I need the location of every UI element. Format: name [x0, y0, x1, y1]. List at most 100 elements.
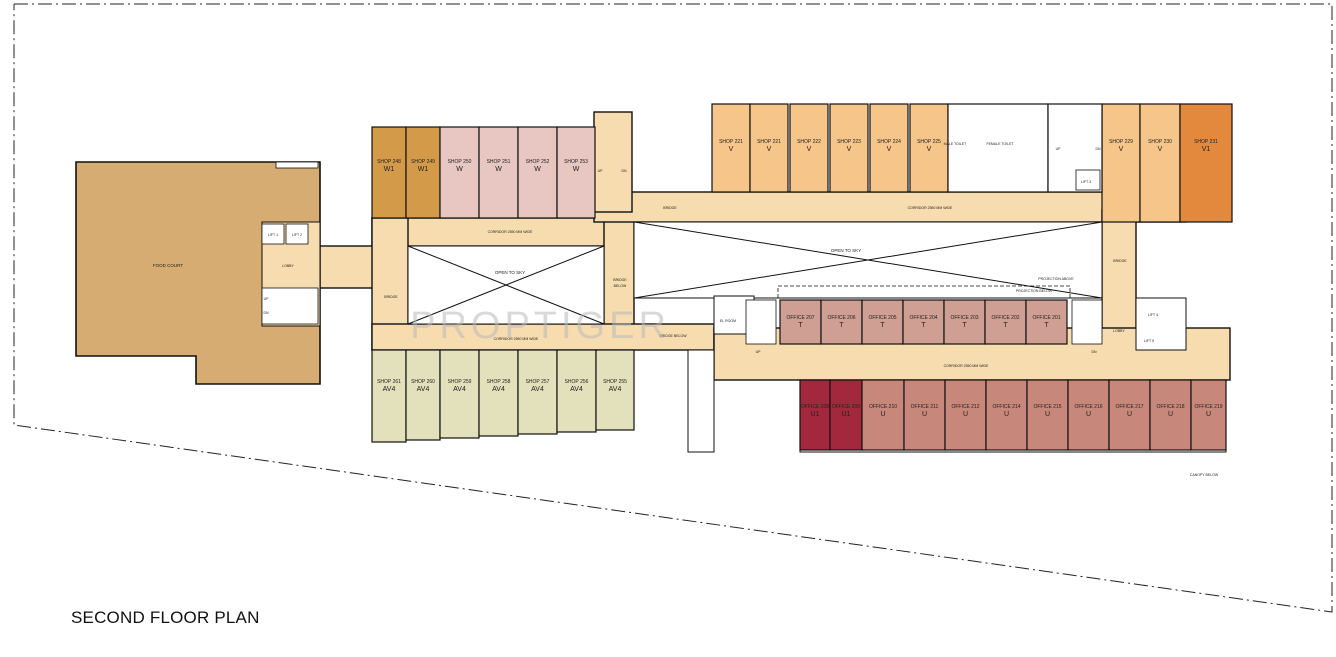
unit-av4_row-2 [439, 349, 480, 439]
unit-v_row_left-1 [749, 103, 789, 193]
food-court-label: FOOD COURT [153, 263, 183, 268]
unit-code-label: U [1206, 411, 1211, 418]
bridge-below-corridor-label: BRIDGE BELOW [659, 334, 687, 338]
unit-w_row-2 [439, 126, 480, 219]
unit-v_row_right-0 [1101, 103, 1141, 223]
toilet-core [687, 103, 1227, 453]
unit-name-label: OFFICE 216 [1074, 404, 1102, 410]
vent-food-court [275, 161, 319, 169]
unit-name-label: OFFICE 215 [1033, 404, 1061, 410]
corridor-right-top-label: CORRIDOR 2550 MM WIDE [908, 206, 953, 210]
lift-5-label: LIFT 5 [1144, 339, 1154, 343]
unit-name-label: OFFICE 210 [869, 404, 897, 410]
void-right-diag-2 [633, 221, 1103, 299]
bridge-below-b-label: BELOW [614, 284, 627, 288]
open-sky-right-label: OPEN TO SKY [831, 248, 861, 253]
unit-name-label: OFFICE 207 [786, 315, 814, 321]
unit-code-label: U [1045, 411, 1050, 418]
unit-name-label: SHOP 260 [411, 379, 435, 385]
unit-name-label: SHOP 256 [565, 379, 589, 385]
unit-code-label: V [767, 146, 772, 153]
lift-2 [285, 223, 309, 245]
lift-core-right [1135, 297, 1187, 351]
unit-av4_row-6 [595, 349, 635, 431]
unit-code-label: W1 [384, 166, 395, 173]
unit-name-label: OFFICE 206 [827, 315, 855, 321]
unit-name-label: OFFICE 219 [1194, 404, 1222, 410]
unit-name-label: SHOP 261 [377, 379, 401, 385]
lift-1 [261, 223, 285, 245]
unit-w_row-1 [405, 126, 441, 219]
canopy-below-label: CANOPY BELOW [1190, 473, 1219, 477]
unit-u_row-9 [1149, 379, 1192, 451]
unit-code-label: V [927, 146, 932, 153]
stair-bottom-up-label: UP [756, 350, 762, 354]
unit-av4_row-5 [556, 349, 597, 433]
unit-v_row_right-1 [1139, 103, 1181, 223]
unit-code-label: AV4 [492, 386, 505, 393]
unit-code-label: AV4 [609, 386, 622, 393]
unit-code-label: V1 [1202, 146, 1211, 153]
bridge-right-label: BRIDGE [1113, 259, 1127, 263]
lobby-left-label: LOBBY [282, 264, 294, 268]
ramp-south [687, 349, 715, 453]
unit-code-label: W [534, 166, 541, 173]
unit-name-label: OFFICE 209 [832, 404, 860, 410]
corridor-right-bottom-label: CORRIDOR 2550 MM WIDE [944, 364, 989, 368]
unit-w_row-5 [556, 126, 596, 219]
unit-code-label: U [1004, 411, 1009, 418]
unit-v_row_left-2 [789, 103, 829, 193]
unit-code-label: W [495, 166, 502, 173]
unit-code-label: V [1158, 146, 1163, 153]
unit-av4_row-0 [371, 349, 407, 443]
food-court-block [75, 161, 321, 385]
unit-code-label: W1 [418, 166, 429, 173]
unit-code-label: U [963, 411, 968, 418]
unit-t_row-0 [779, 299, 822, 345]
stair-right-bottom [745, 299, 777, 345]
projection-below-label: PROJECTION BELOW [1016, 289, 1053, 293]
unit-t_row-4 [943, 299, 986, 345]
corridor-link-left [317, 245, 377, 289]
female-toilet-label: FEMALE TOILET [986, 142, 1014, 146]
unit-name-label: SHOP 253 [564, 159, 588, 165]
unit-u_row-3 [903, 379, 946, 451]
unit-code-label: W [573, 166, 580, 173]
unit-code-label: U [1168, 411, 1173, 418]
unit-code-label: T [1044, 322, 1049, 329]
unit-name-label: SHOP 249 [411, 159, 435, 165]
el-room-label: EL ROOM [720, 319, 736, 323]
corridor-left-top [371, 217, 635, 247]
food-court [75, 161, 321, 385]
unit-av4_row-1 [405, 349, 441, 441]
unit-code-label: V [729, 146, 734, 153]
watermark: PROPTIGER [410, 305, 670, 347]
unit-name-label: SHOP 222 [797, 139, 821, 145]
unit-name-label: OFFICE 204 [909, 315, 937, 321]
unit-code-label: AV4 [417, 386, 430, 393]
stair-food-court [261, 287, 319, 325]
unit-name-label: OFFICE 218 [1156, 404, 1184, 410]
stair-left-top [593, 111, 633, 213]
unit-code-label: AV4 [453, 386, 466, 393]
unit-code-label: V [847, 146, 852, 153]
unit-u_row-2 [861, 379, 905, 451]
unit-code-label: U1 [811, 411, 820, 418]
unit-code-label: T [1003, 322, 1008, 329]
unit-name-label: OFFICE 214 [992, 404, 1020, 410]
stair-right-bottom-east [1071, 299, 1103, 345]
unit-code-label: T [798, 322, 803, 329]
stair-right-up-label: UP [1056, 147, 1062, 151]
unit-name-label: SHOP 248 [377, 159, 401, 165]
corridors [317, 111, 1231, 381]
unit-code-label: T [921, 322, 926, 329]
unit-v_row_right-2 [1179, 103, 1233, 223]
unit-name-label: OFFICE 201 [1032, 315, 1060, 321]
stair-top-up-label: UP [598, 169, 604, 173]
unit-v_row_left-0 [711, 103, 751, 193]
toilet-block [947, 103, 1049, 193]
unit-name-label: SHOP 231 [1194, 139, 1218, 145]
